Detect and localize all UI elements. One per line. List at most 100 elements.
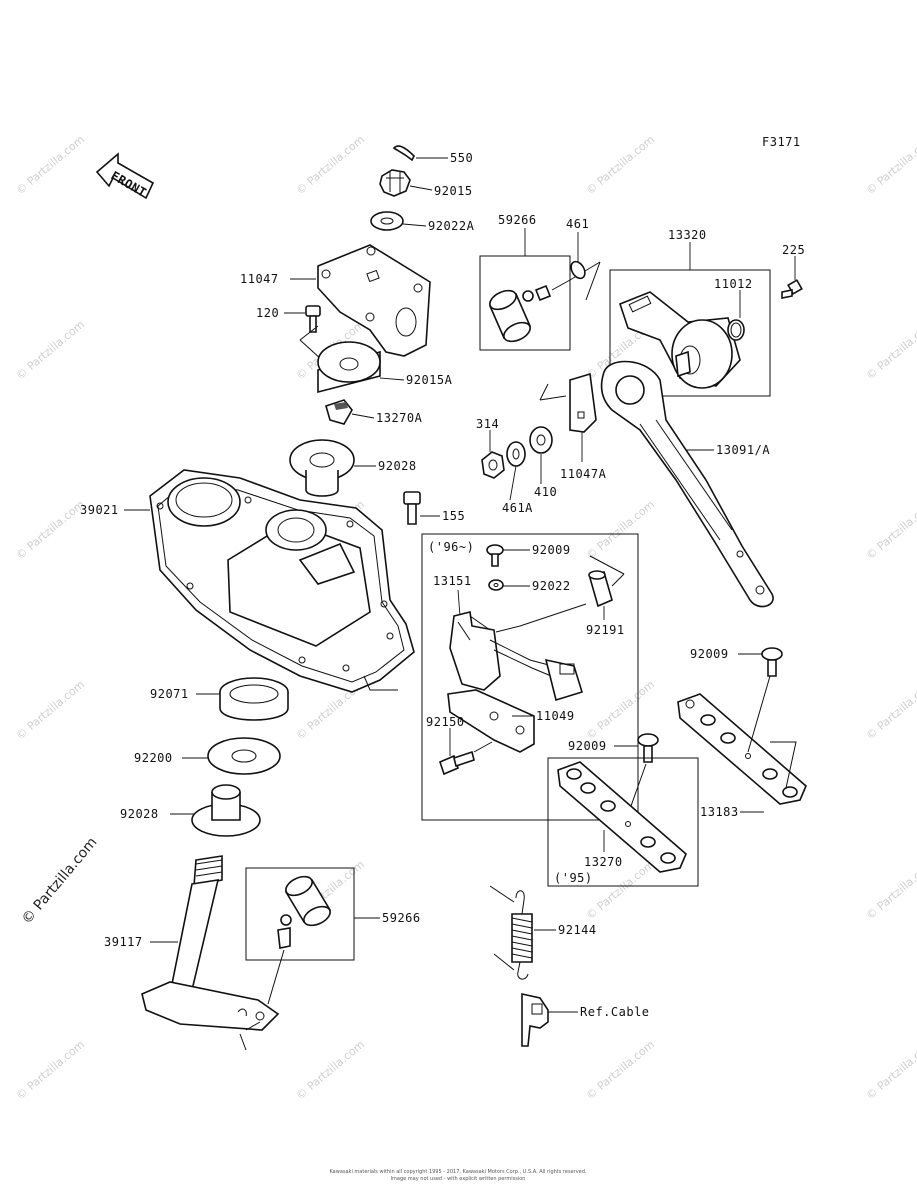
watermark: © Partzilla.com (14, 133, 87, 198)
watermark: © Partzilla.com (864, 858, 917, 923)
plunger-icon (488, 289, 532, 343)
label-95: ('95) (554, 871, 593, 885)
label-92009-a: 92009 (532, 543, 571, 557)
switch-icon (449, 603, 587, 702)
washer-icon (488, 579, 504, 591)
plate-icon (557, 761, 687, 873)
plunger-kit-box-lower (245, 867, 355, 961)
bolt-icon (305, 305, 321, 333)
switch-kit-box (421, 533, 639, 821)
screw-icon (486, 544, 504, 567)
bracket-icon (569, 372, 597, 433)
label-92191: 92191 (586, 623, 625, 637)
watermark: © Partzilla.com (584, 678, 657, 743)
label-92150: 92150 (426, 715, 465, 729)
label-92028-top: 92028 (378, 459, 417, 473)
watermark: © Partzilla.com (864, 498, 917, 563)
label-59266-bot: 59266 (382, 911, 421, 925)
label-120: 120 (256, 306, 279, 320)
watermark: © Partzilla.com (864, 133, 917, 198)
label-92009-c: 92009 (568, 739, 607, 753)
watermark: © Partzilla.com (864, 678, 917, 743)
washer-icon (207, 737, 281, 775)
screw-icon (761, 647, 783, 677)
switch-bracket-icon (447, 689, 535, 753)
spring-icon (511, 890, 533, 980)
watermark: © Partzilla.com (294, 133, 367, 198)
watermark: © Partzilla.com (14, 318, 87, 383)
seal-icon (219, 677, 289, 721)
throttle-case-icon (619, 291, 741, 389)
label-13320: 13320 (668, 228, 707, 242)
label-13183: 13183 (700, 805, 739, 819)
watermark-large: © Partzilla.com (19, 835, 101, 928)
label-92144: 92144 (558, 923, 597, 937)
bolt-icon (403, 491, 421, 525)
watermark: © Partzilla.com (584, 1038, 657, 1103)
front-arrow-icon: FRONT (95, 152, 155, 200)
label-155: 155 (442, 509, 465, 523)
watermark: © Partzilla.com (14, 498, 87, 563)
ball-icon (280, 914, 292, 926)
label-39117: 39117 (104, 935, 143, 949)
copyright-line1: Kawasaki materials within all copyright … (329, 1169, 586, 1175)
clip-icon (325, 399, 353, 425)
watermark: © Partzilla.com (864, 1038, 917, 1103)
spring-washer-icon (506, 441, 526, 467)
bolt-icon (439, 750, 475, 776)
bushing-icon (289, 439, 355, 497)
spring-icon (534, 284, 552, 302)
label-11049: 11049 (536, 709, 575, 723)
label-92015A: 92015A (406, 373, 453, 387)
label-92015: 92015 (434, 184, 473, 198)
watermark: © Partzilla.com (294, 1038, 367, 1103)
ball-icon (522, 290, 534, 302)
washer-icon (370, 211, 404, 231)
figure-code: F3171 (762, 135, 801, 149)
label-314: 314 (476, 417, 499, 431)
plunger-icon (284, 875, 332, 927)
label-461: 461 (566, 217, 589, 231)
label-11012: 11012 (714, 277, 753, 291)
o-ring-icon (727, 319, 745, 341)
watermark: © Partzilla.com (14, 1038, 87, 1103)
label-13270: 13270 (584, 855, 623, 869)
watermark: © Partzilla.com (14, 678, 87, 743)
plate-icon (677, 693, 807, 805)
label-92071: 92071 (150, 687, 189, 701)
label-461A: 461A (502, 501, 533, 515)
label-550: 550 (450, 151, 473, 165)
label-13270A: 13270A (376, 411, 423, 425)
label-96-on: ('96~) (428, 540, 474, 554)
label-92028-bot: 92028 (120, 807, 159, 821)
nut-icon (481, 451, 505, 479)
splined-hub-icon (317, 341, 381, 394)
housing-icon (149, 469, 415, 693)
label-410: 410 (534, 485, 557, 499)
label-13151: 13151 (433, 574, 472, 588)
label-39021: 39021 (80, 503, 119, 517)
mounting-plate-icon (317, 244, 431, 357)
watermark: © Partzilla.com (864, 318, 917, 383)
label-ref-cable: Ref.Cable (580, 1005, 650, 1019)
watermark: © Partzilla.com (584, 133, 657, 198)
copyright-line2: Image may not used - with explicit writt… (391, 1176, 526, 1182)
label-13091-A: 13091/A (716, 443, 770, 457)
label-225: 225 (782, 243, 805, 257)
label-11047A: 11047A (560, 467, 607, 481)
label-59266-top: 59266 (498, 213, 537, 227)
castle-nut-icon (379, 169, 411, 197)
label-92022A: 92022A (428, 219, 475, 233)
spring-icon (277, 927, 291, 949)
bushing-icon (191, 784, 261, 837)
shaft-icon (141, 855, 280, 1031)
label-92009-b: 92009 (690, 647, 729, 661)
throttle-lever-icon (600, 360, 774, 608)
plate-kit-box (547, 757, 699, 887)
collar-icon (588, 570, 613, 608)
watermark: © Partzilla.com (584, 498, 657, 563)
screw-icon (781, 279, 803, 299)
washer-icon (570, 260, 586, 280)
cotter-pin-icon (392, 145, 415, 162)
